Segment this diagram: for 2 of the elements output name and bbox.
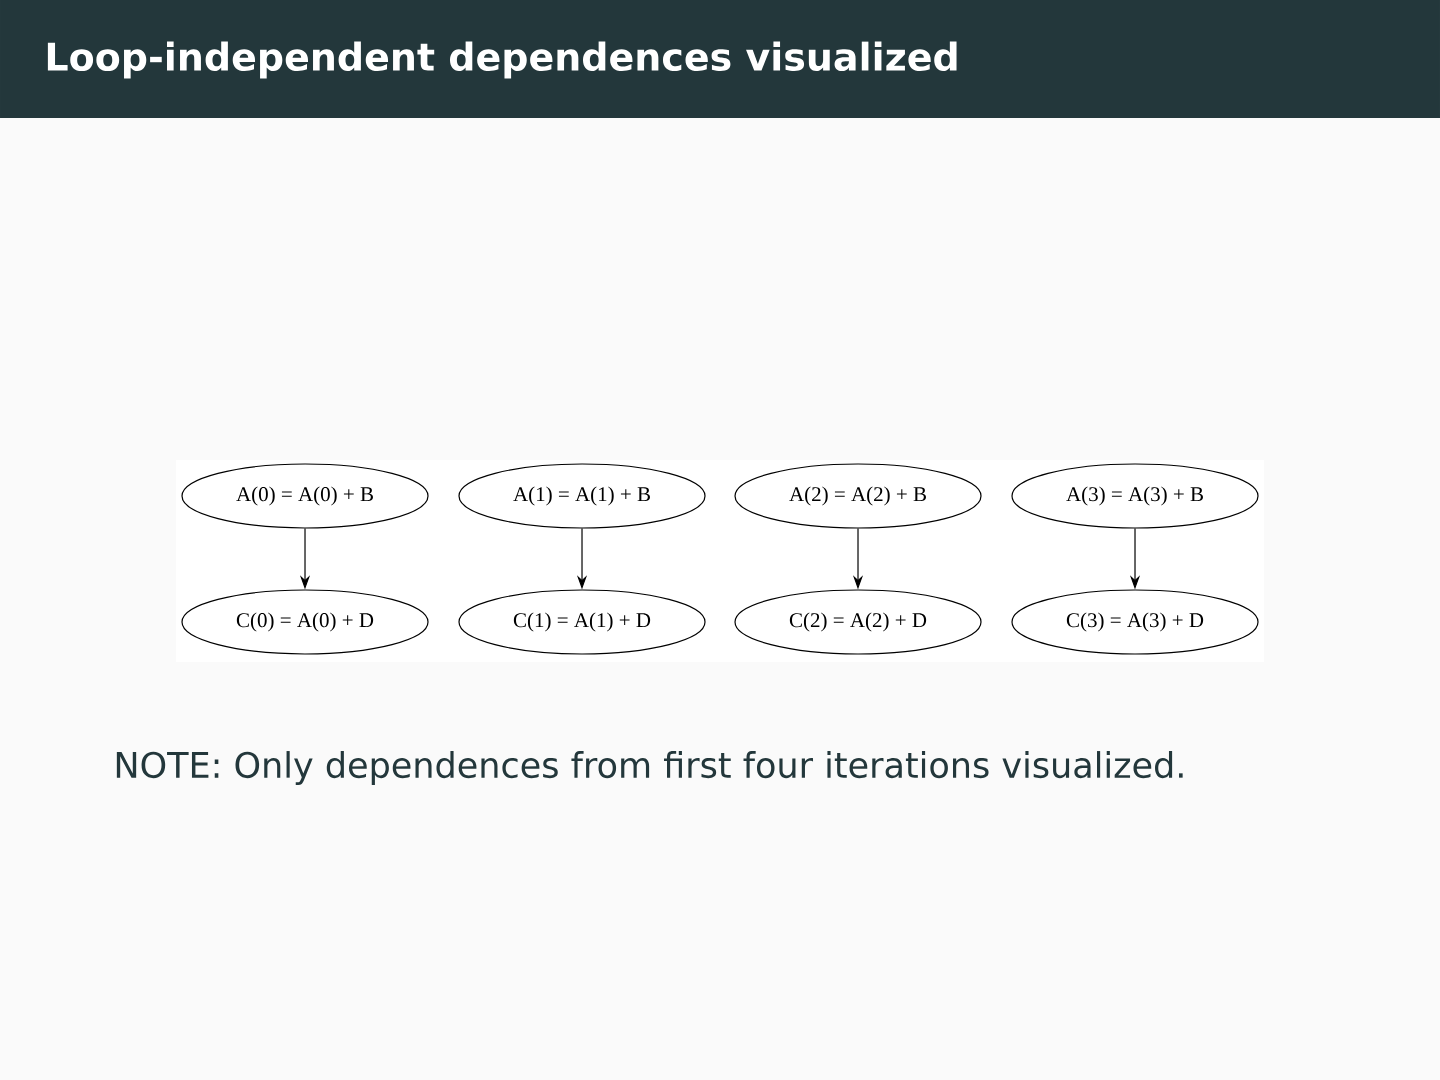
title-bar: Loop-independent dependences visualized	[0, 0, 1440, 118]
note-text: NOTE: Only dependences from first four iterations visualized.	[116, 751, 1183, 785]
